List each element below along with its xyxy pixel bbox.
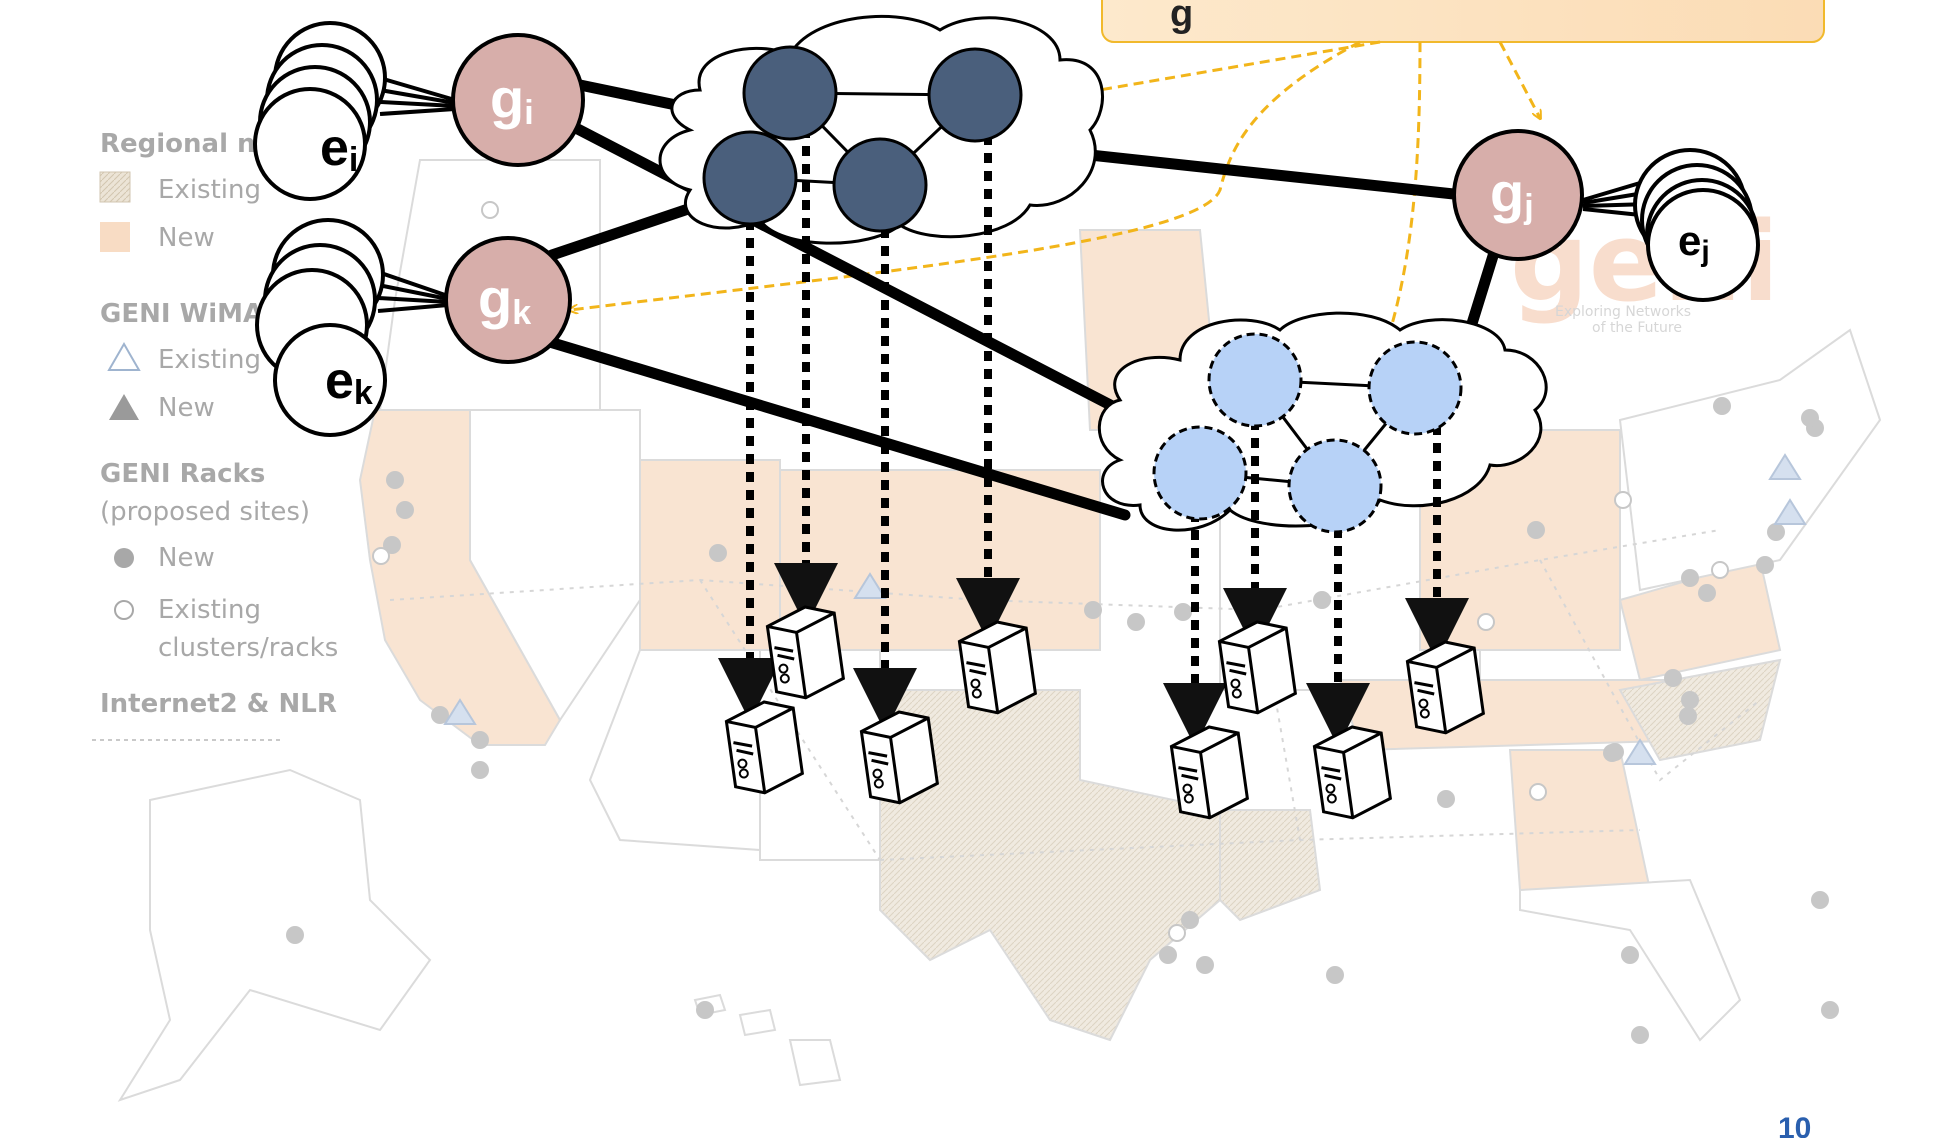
legend-racks-existing-1: Existing: [158, 595, 261, 625]
router-top-3: [702, 130, 798, 226]
gateway-gi: [451, 33, 585, 167]
router-bottom-3: [1152, 425, 1248, 521]
gateway-gj: [1452, 129, 1584, 261]
endhost-stack-j: [1633, 148, 1760, 302]
geni-tagline-2: of the Future: [1592, 320, 1682, 336]
server-icon: [957, 620, 1038, 715]
legend-wimax-heading: GENI WiMAX: [100, 299, 283, 329]
state-nevada-utah: [469, 409, 641, 722]
gateway-nodes: [444, 33, 1584, 364]
legend-orange-swatch: [100, 222, 130, 252]
legend-regional-existing: Existing: [158, 175, 261, 205]
state-florida: [1519, 878, 1742, 1042]
server-arrows: [718, 110, 1469, 747]
legend-racks-existing-2: clusters/racks: [158, 633, 338, 663]
legend-racks-subheading: (proposed sites): [100, 497, 310, 527]
server-icon: [1312, 725, 1393, 820]
router-top-4: [832, 137, 928, 233]
label-ei: ei: [320, 119, 358, 179]
router-top-2: [927, 47, 1023, 143]
legend-racks-heading: GENI Racks: [100, 459, 265, 489]
backbone-links-thick: [537, 79, 1503, 521]
server-icon: [1405, 640, 1486, 735]
legend-triangle-open-icon: [107, 341, 141, 371]
routers-bottom: [1152, 332, 1463, 534]
label-ek: ek: [325, 352, 373, 412]
servers: [724, 605, 1486, 820]
state-alaska: [117, 768, 432, 1102]
label-gk: gk: [478, 267, 531, 332]
legend-hatch-swatch: [99, 171, 131, 203]
slide-number: 10: [1778, 1112, 1811, 1138]
existing-rack-sites: [372, 201, 1729, 942]
state-georgia: [1508, 749, 1652, 891]
backbone-links: [389, 529, 1761, 861]
gateway-gk: [444, 236, 572, 364]
legend-backbone: Internet2 & NLR: [100, 689, 337, 719]
state-northeast: [1618, 328, 1882, 592]
router-bottom-4: [1287, 438, 1383, 534]
callout-text-fragment: g: [1170, 0, 1193, 35]
wimax-sites: [443, 453, 1807, 765]
state-arizona: [588, 649, 761, 852]
legend-wimax-existing: Existing: [158, 345, 261, 375]
server-icon: [1217, 620, 1298, 715]
rack-sites: [286, 397, 1839, 1044]
label-gj: gj: [1490, 161, 1534, 226]
legend-dot-filled-icon: [114, 548, 134, 568]
server-icon: [765, 605, 846, 700]
state-louisiana: [1219, 809, 1322, 922]
server-icon: [859, 710, 940, 805]
label-gi: gi: [490, 67, 534, 132]
legend-wimax-new: New: [158, 393, 215, 423]
server-icon: [724, 700, 805, 795]
router-top-1: [742, 45, 838, 141]
legend-triangle-filled-icon: [109, 394, 139, 420]
legend-dot-open-icon: [114, 600, 134, 620]
label-ej: ej: [1678, 217, 1710, 268]
legend-regional-new: New: [158, 223, 215, 253]
state-hawaii: [693, 993, 842, 1087]
geni-tagline-1: Exploring Networks: [1555, 304, 1691, 320]
router-bottom-2: [1367, 340, 1463, 436]
state-carolinas: [1618, 658, 1782, 762]
state-texas: [879, 689, 1221, 1042]
endhost-stack-i: [253, 21, 387, 201]
endhost-stack-k: [255, 218, 387, 437]
server-icon: [1169, 725, 1250, 820]
callout-box: g: [1101, 0, 1825, 43]
legend-racks-new: New: [158, 543, 215, 573]
router-bottom-1: [1207, 332, 1303, 428]
map-legend: Regional nets Existing New GENI WiMAX Ex…: [92, 129, 338, 741]
routers-top: [702, 45, 1023, 233]
